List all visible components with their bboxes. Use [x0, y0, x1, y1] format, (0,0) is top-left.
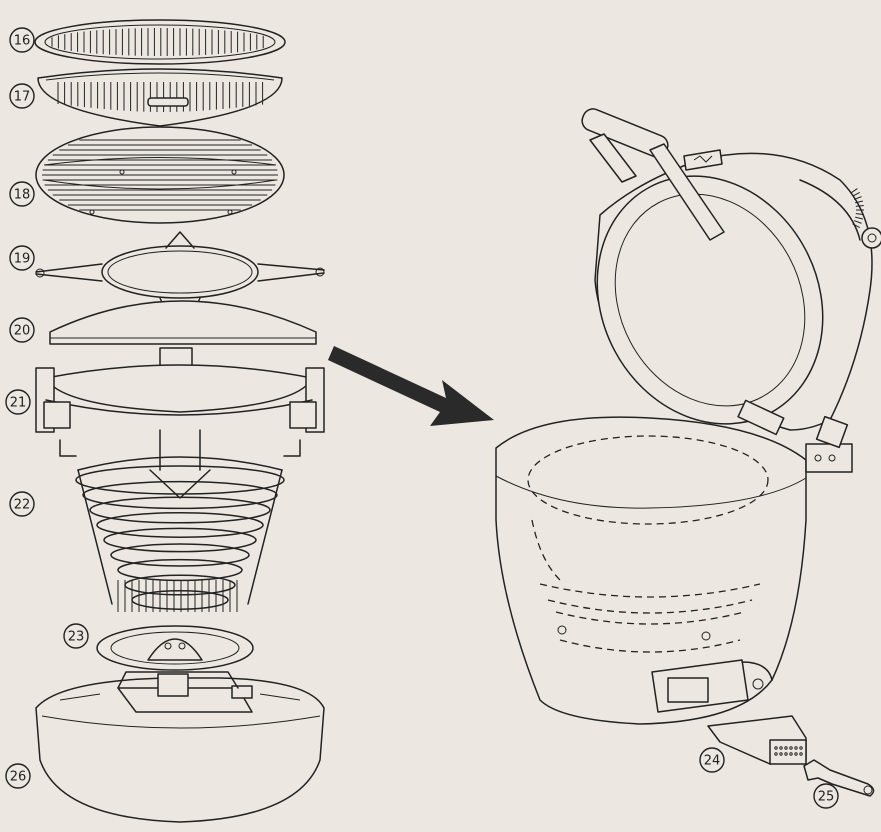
svg-text:25: 25	[818, 790, 835, 805]
svg-text:21: 21	[10, 396, 27, 411]
svg-text:24: 24	[704, 754, 721, 769]
callout-19: 19	[9, 245, 35, 271]
part-17-cast-grate	[37, 68, 283, 127]
svg-text:17: 17	[14, 90, 31, 105]
lid	[581, 108, 881, 436]
base	[495, 415, 853, 725]
svg-text:18: 18	[14, 188, 31, 203]
svg-text:20: 20	[14, 324, 31, 339]
part-21-stone-holder	[35, 364, 325, 457]
callout-17: 17	[9, 83, 35, 109]
assembly-direction-arrow	[328, 346, 494, 426]
svg-text:23: 23	[68, 630, 85, 645]
assembled-kamado-grill	[495, 108, 881, 797]
part-25-grate-lifter	[803, 759, 875, 797]
part-24-ash-tool-box	[707, 715, 807, 765]
callout-22: 22	[9, 491, 35, 517]
part-26-ceramic-base	[35, 671, 325, 823]
callout-24: 24	[699, 747, 725, 773]
callout-21: 21	[5, 389, 31, 415]
callout-25: 25	[813, 783, 839, 809]
part-22-charcoal-basket	[75, 429, 285, 612]
callout-26: 26	[5, 763, 31, 789]
svg-text:26: 26	[10, 770, 27, 785]
part-23-fire-grate	[96, 625, 254, 671]
part-19-deflector-rack	[35, 231, 325, 317]
svg-text:22: 22	[14, 498, 31, 513]
callout-23: 23	[63, 623, 89, 649]
callout-18: 18	[9, 181, 35, 207]
svg-text:16: 16	[14, 34, 31, 49]
part-20-deflector-stone	[49, 300, 317, 369]
part-18-cooking-grid	[35, 126, 285, 224]
part-16-cast-iron-grate	[34, 19, 286, 65]
callout-20: 20	[9, 317, 35, 343]
svg-text:19: 19	[14, 252, 31, 267]
callout-16: 16	[9, 27, 35, 53]
